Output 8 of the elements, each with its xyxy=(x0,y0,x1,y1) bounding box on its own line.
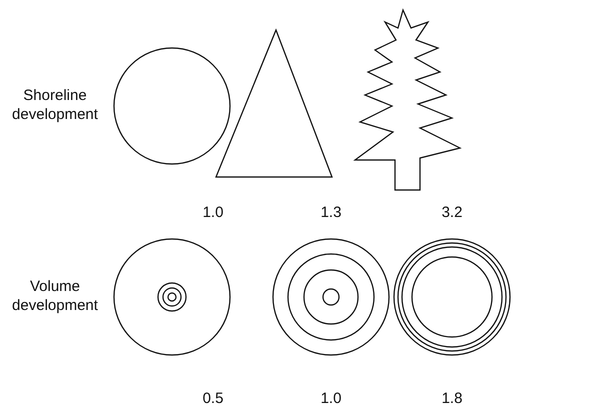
ratio-value: 1.8 xyxy=(440,389,464,408)
ratio-value: 1.0 xyxy=(320,389,342,408)
ratio-value: 1.3 xyxy=(320,203,342,222)
ratio-value: 1.0 xyxy=(202,203,224,222)
row-label: Shoreline development xyxy=(11,86,99,124)
ratio-value: 0.5 xyxy=(202,389,224,408)
ratio-value: 3.2 xyxy=(440,203,464,222)
row-label: Volume development xyxy=(11,277,99,315)
